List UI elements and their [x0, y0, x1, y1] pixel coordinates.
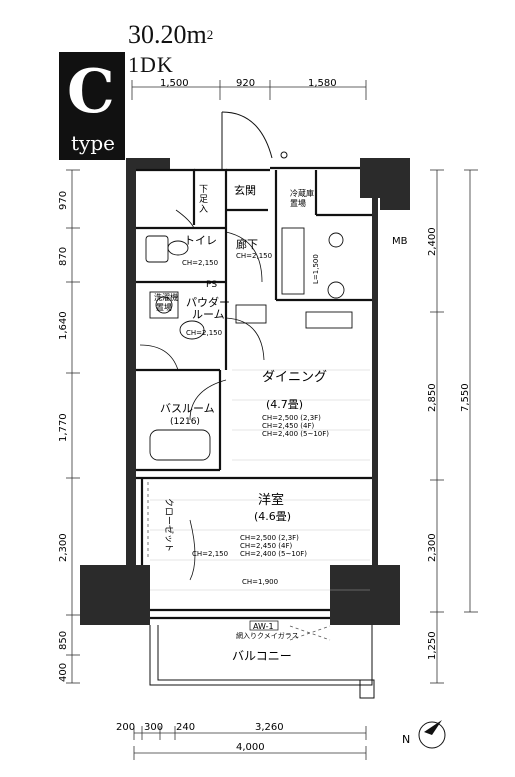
- dim-left-1: 970: [58, 191, 69, 210]
- label-toilet: トイレ: [184, 234, 217, 247]
- dimension-bottom: [133, 726, 367, 760]
- dim-bottom-1: 200: [116, 722, 135, 733]
- room-labels: 玄関 下 足 入 冷蔵庫 置場 廊下 CH=2,150 トイレ CH=2,150…: [154, 183, 408, 663]
- dim-bottom-3: 240: [176, 722, 195, 733]
- interior-doors: [139, 209, 265, 581]
- dim-right-2: 2,850: [427, 383, 438, 412]
- type-badge: C type: [59, 52, 125, 160]
- label-entrance: 玄関: [234, 183, 256, 197]
- unit-area-value: 30.20m: [128, 20, 207, 49]
- compass-icon: N: [402, 720, 446, 749]
- label-mb: MB: [392, 236, 408, 247]
- label-bath-size: (1216): [170, 417, 200, 427]
- dim-left-labels: 970 870 1,640 1,770 2,300 850 400: [58, 191, 69, 682]
- label-balcony: バルコニー: [232, 649, 292, 663]
- dimension-top: [131, 80, 367, 100]
- type-letter: C: [67, 57, 115, 127]
- dim-right-total: 7,550: [460, 383, 471, 412]
- label-dining-ch-3: CH=2,400 (5~10F): [262, 430, 329, 438]
- dimension-right: [430, 169, 478, 684]
- label-ps: PS: [206, 280, 217, 290]
- label-dining-ch-1: CH=2,500 (2,3F): [262, 414, 321, 422]
- structural-walls: [80, 158, 410, 625]
- dim-top-2: 920: [236, 78, 255, 89]
- label-dining: ダイニング: [262, 370, 327, 385]
- dim-bottom-total: 4,000: [236, 742, 265, 753]
- entrance-door[interactable]: [221, 111, 273, 170]
- dim-bottom-2: 300: [144, 722, 163, 733]
- unit-layout: 1DK: [128, 52, 174, 77]
- dim-right-labels: 2,400 2,850 2,300 1,250 7,550: [427, 227, 471, 660]
- label-shoebox-2: 足: [199, 194, 208, 205]
- unit-area: 30.20m2: [128, 20, 213, 50]
- meter-icon: [280, 151, 288, 159]
- label-western-ch-1: CH=2,500 (2,3F): [240, 534, 299, 542]
- type-word: type: [71, 131, 115, 155]
- label-shoebox-1: 下: [199, 185, 208, 195]
- label-shoebox-3: 入: [199, 204, 208, 215]
- label-washer-2: 置場: [156, 302, 172, 312]
- label-fridge-1: 冷蔵庫: [290, 188, 314, 198]
- label-dining-ch-2: CH=2,450 (4F): [262, 422, 314, 430]
- dim-left-3: 1,640: [58, 311, 69, 340]
- dim-top-3: 1,580: [308, 78, 337, 89]
- dim-left-7: 400: [58, 663, 69, 682]
- label-dining-size: (4.7畳): [266, 398, 303, 411]
- label-closet-ch: CH=2,150: [192, 550, 228, 558]
- window-tag-box: [249, 620, 279, 631]
- dim-top-1: 1,500: [160, 78, 189, 89]
- label-bath: バスルーム: [160, 402, 215, 415]
- fixtures: [145, 227, 353, 461]
- label-corridor-ch: CH=2,150: [236, 252, 272, 260]
- dim-right-4: 1,250: [427, 631, 438, 660]
- label-western-ch-3: CH=2,400 (5~10F): [240, 550, 307, 558]
- label-powder-2: ルーム: [192, 308, 225, 321]
- svg-text:N: N: [402, 733, 410, 746]
- label-toilet-ch: CH=2,150: [182, 259, 218, 267]
- label-corridor: 廊下: [236, 237, 258, 251]
- unit-area-sup: 2: [206, 27, 214, 42]
- dim-left-4: 1,770: [58, 413, 69, 442]
- label-fridge-2: 置場: [290, 198, 306, 208]
- dim-bottom-4: 3,260: [255, 722, 284, 733]
- dim-left-6: 850: [58, 631, 69, 650]
- dim-left-2: 870: [58, 247, 69, 266]
- label-western-ch-2: CH=2,450 (4F): [240, 542, 292, 550]
- label-window-glass: 網入りクメイガラス: [236, 631, 299, 640]
- label-powder-1: パウダー: [186, 295, 230, 309]
- closet-marks: [147, 482, 331, 641]
- label-beam-ch: CH=1,900: [242, 578, 278, 586]
- label-powder-ch: CH=2,150: [186, 329, 222, 337]
- label-western-size: (4.6畳): [254, 510, 291, 523]
- interior-walls: [136, 166, 372, 620]
- balcony-outline: [149, 625, 375, 699]
- dimension-left: [66, 169, 80, 684]
- dim-right-1: 2,400: [427, 227, 438, 256]
- label-window-tag: AW-1: [253, 622, 274, 631]
- flooring-pattern: [150, 369, 370, 591]
- label-western: 洋室: [258, 492, 284, 508]
- label-washer-1: 洗濯機: [154, 292, 178, 302]
- dim-right-3: 2,300: [427, 533, 438, 562]
- dim-left-5: 2,300: [58, 533, 69, 562]
- label-closet: クローゼット: [163, 498, 175, 552]
- label-kitchen-l: L=1,500: [312, 254, 320, 284]
